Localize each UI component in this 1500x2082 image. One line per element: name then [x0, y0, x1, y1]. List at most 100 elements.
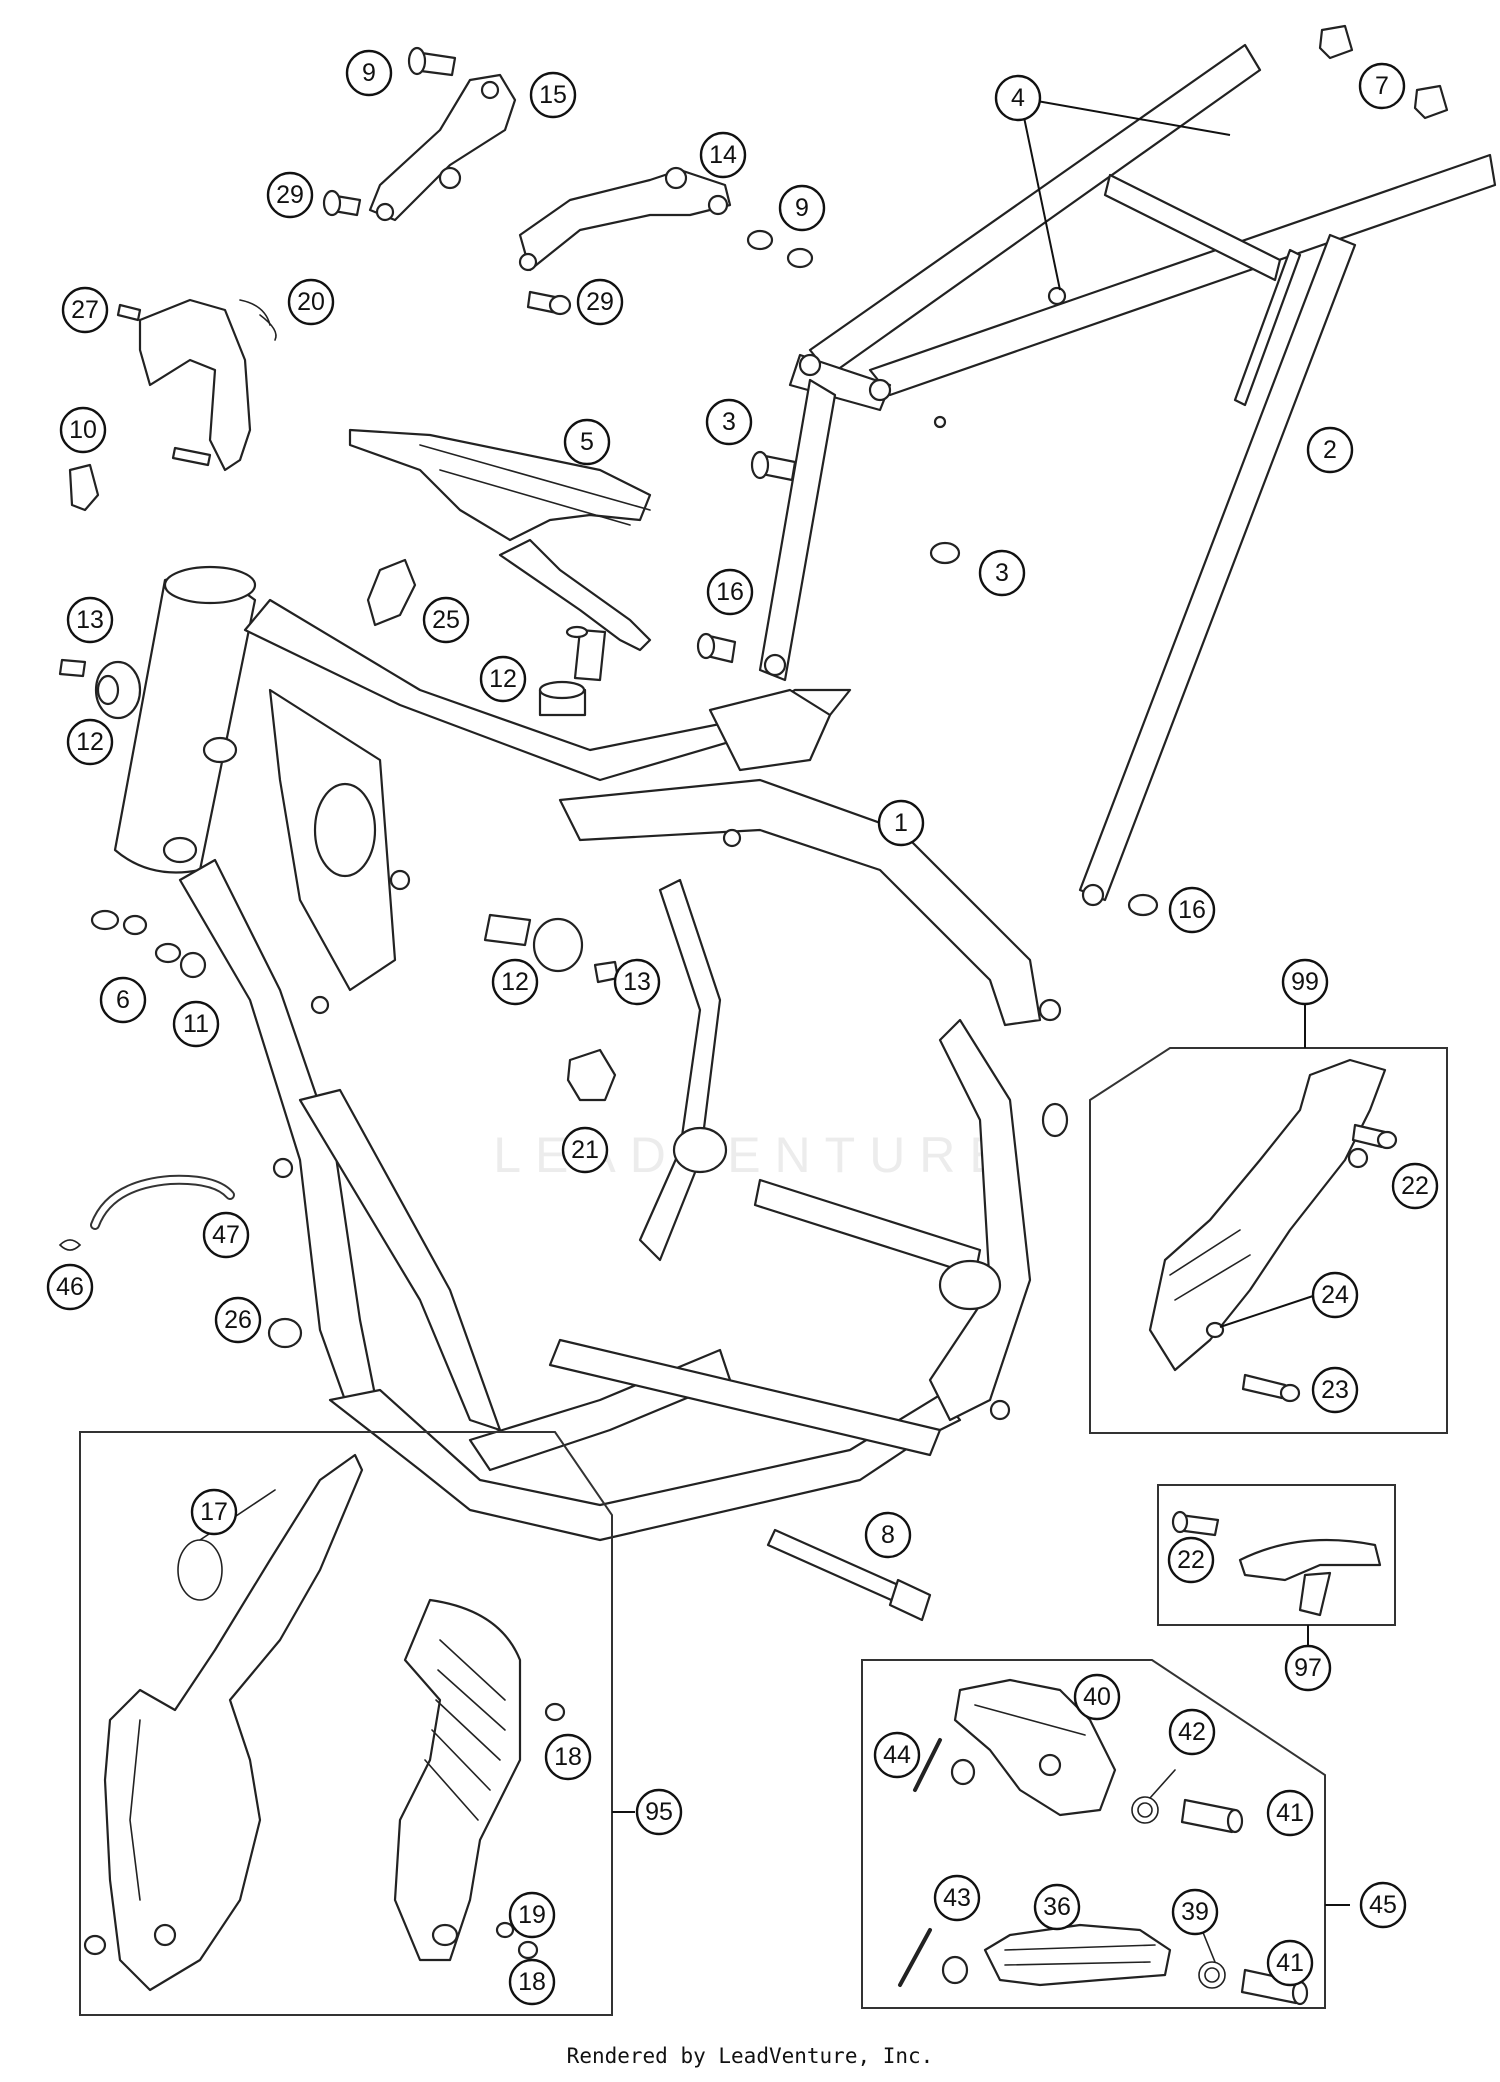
svg-text:45: 45	[1369, 1891, 1397, 1919]
group-95-box	[79, 1431, 613, 2016]
callout-97: 97	[1284, 1644, 1332, 1692]
callout-44: 44	[873, 1731, 921, 1779]
callout-18-upper: 18	[544, 1733, 592, 1781]
leader-4a	[1019, 97, 1231, 136]
svg-text:12: 12	[489, 665, 517, 693]
svg-text:6: 6	[116, 986, 130, 1014]
callout-25: 25	[422, 596, 470, 644]
svg-text:29: 29	[276, 181, 304, 209]
group-45-box	[861, 1659, 1326, 2009]
callout-11: 11	[172, 1000, 220, 1048]
svg-text:43: 43	[943, 1884, 971, 1912]
pin-41-upper	[1180, 1798, 1244, 1834]
callout-17: 17	[190, 1488, 238, 1536]
callout-13-left: 13	[66, 596, 114, 644]
svg-text:97: 97	[1294, 1654, 1322, 1682]
svg-text:10: 10	[69, 416, 97, 444]
svg-text:9: 9	[795, 194, 809, 222]
svg-text:41: 41	[1276, 1949, 1304, 1977]
svg-text:7: 7	[1375, 72, 1389, 100]
callout-27: 27	[61, 286, 109, 334]
callout-22-top: 22	[1391, 1162, 1439, 1210]
callout-36: 36	[1033, 1883, 1081, 1931]
callout-39: 39	[1171, 1888, 1219, 1936]
svg-text:22: 22	[1177, 1546, 1205, 1574]
subframe-part	[758, 43, 1497, 907]
leader-24	[1219, 1295, 1314, 1328]
svg-text:20: 20	[297, 288, 325, 316]
svg-text:39: 39	[1181, 1898, 1209, 1926]
callout-22-bottom: 22	[1167, 1536, 1215, 1584]
callout-19: 19	[508, 1891, 556, 1939]
bolt-23	[1241, 1373, 1301, 1403]
clamp-25	[366, 558, 417, 627]
svg-text:2: 2	[1323, 436, 1337, 464]
callout-5: 5	[563, 418, 611, 466]
bolt-22-bottom	[1171, 1510, 1220, 1537]
nut-7b	[1413, 84, 1449, 120]
plate-5	[348, 428, 652, 652]
group-99-box	[1089, 1047, 1448, 1434]
svg-text:41: 41	[1276, 1799, 1304, 1827]
svg-text:18: 18	[554, 1743, 582, 1771]
washers-6	[90, 909, 182, 964]
callout-41-lower: 41	[1266, 1939, 1314, 1987]
subframe-bolt-16-upper	[696, 632, 737, 664]
chain-guide-97	[1238, 1538, 1382, 1617]
callout-29-mid: 29	[576, 278, 624, 326]
callout-45: 45	[1359, 1881, 1407, 1929]
svg-text:99: 99	[1291, 968, 1319, 996]
svg-text:15: 15	[539, 81, 567, 109]
callout-16-upper: 16	[706, 568, 754, 616]
callout-14: 14	[699, 131, 747, 179]
bolt-22-top	[1351, 1123, 1398, 1150]
svg-text:12: 12	[76, 728, 104, 756]
bolt-13-left	[58, 658, 87, 678]
svg-text:27: 27	[71, 296, 99, 324]
callout-21: 21	[561, 1126, 609, 1174]
callout-13-center: 13	[613, 958, 661, 1006]
svg-text:19: 19	[518, 1901, 546, 1929]
callout-12-upper: 12	[479, 655, 527, 703]
subframe-bolt-lower	[929, 541, 961, 565]
svg-text:16: 16	[716, 578, 744, 606]
callout-95: 95	[635, 1788, 683, 1836]
group-97-box	[1157, 1484, 1396, 1626]
callout-3-upper: 3	[705, 398, 753, 446]
bushing-12-upper	[538, 625, 607, 717]
svg-text:22: 22	[1401, 1172, 1429, 1200]
svg-text:36: 36	[1043, 1893, 1071, 1921]
callout-12-left: 12	[66, 718, 114, 766]
svg-text:13: 13	[76, 606, 104, 634]
callout-1: 1	[877, 799, 925, 847]
svg-text:5: 5	[580, 428, 594, 456]
svg-text:26: 26	[224, 1306, 252, 1334]
svg-text:21: 21	[571, 1136, 599, 1164]
callout-3-lower: 3	[978, 549, 1026, 597]
svg-text:3: 3	[995, 559, 1009, 587]
callout-40: 40	[1073, 1673, 1121, 1721]
frame-guard-right	[393, 1598, 522, 1962]
engine-hanger-14	[518, 166, 732, 272]
clip-10	[68, 463, 100, 512]
plug-21	[566, 1048, 617, 1102]
svg-text:25: 25	[432, 606, 460, 634]
washer-19	[495, 1921, 515, 1939]
footpeg-36	[983, 1923, 1172, 1987]
callout-4: 4	[994, 74, 1042, 122]
callout-8: 8	[864, 1511, 912, 1559]
svg-text:17: 17	[200, 1498, 228, 1526]
svg-text:12: 12	[501, 968, 529, 996]
cotter-pin-43	[898, 1928, 932, 1987]
nut-7a	[1318, 24, 1354, 60]
callout-2: 2	[1306, 426, 1354, 474]
bolt-29a	[322, 189, 362, 217]
callout-12-center: 12	[491, 958, 539, 1006]
svg-text:16: 16	[1178, 896, 1206, 924]
screw-bracket	[171, 446, 212, 467]
chain-slider-99	[1148, 1058, 1387, 1372]
engine-hanger-15	[368, 73, 517, 222]
washer-24	[1205, 1321, 1225, 1339]
footer-credit: Rendered by LeadVenture, Inc.	[566, 2044, 934, 2068]
callout-24: 24	[1311, 1271, 1359, 1319]
